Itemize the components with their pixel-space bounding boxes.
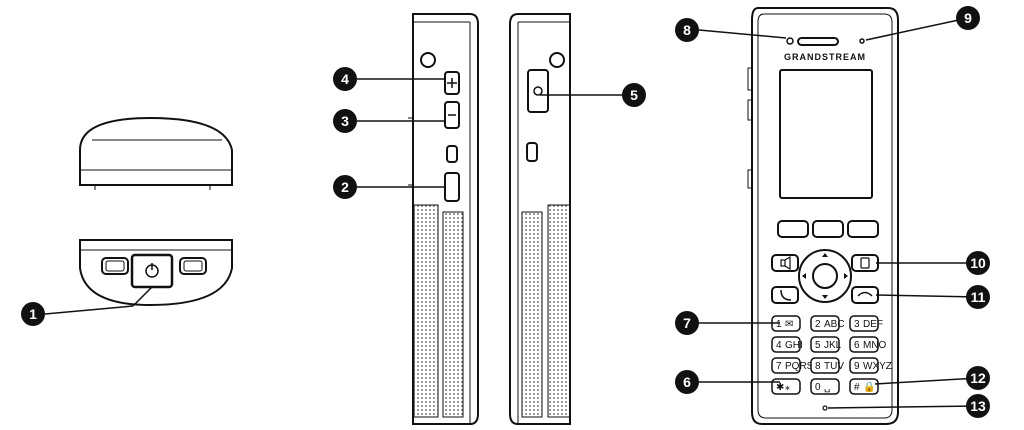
svg-text:2: 2 (341, 179, 349, 195)
callout-10: 10 (966, 251, 990, 275)
callout-2: 2 (333, 175, 357, 199)
key-letters: ABC (824, 319, 845, 330)
svg-text:10: 10 (970, 255, 986, 271)
key-number: 7 (776, 361, 782, 372)
key-letters: PQRS (785, 361, 814, 372)
callout-4: 4 (333, 67, 357, 91)
volume-down-button (444, 101, 460, 129)
lcd-screen (779, 69, 873, 199)
bottom-view (79, 239, 233, 307)
svg-text:3: 3 (341, 113, 349, 129)
microphone (822, 405, 828, 411)
callout-1: 1 (21, 302, 45, 326)
top-view (79, 116, 233, 190)
key-letters: MNO (863, 340, 887, 351)
key-number: 5 (815, 340, 821, 351)
key-letters: TUV (824, 361, 844, 372)
key-letters: ⁎ (785, 382, 790, 393)
svg-text:8: 8 (683, 22, 691, 38)
menu-icon (860, 257, 870, 269)
svg-text:5: 5 (630, 87, 638, 103)
key-letters: JKL (824, 340, 842, 351)
brand-logo: GRANDSTREAM (784, 52, 866, 62)
svg-text:7: 7 (683, 315, 691, 331)
headset-jack (527, 69, 549, 113)
key-letters: DEF (863, 319, 883, 330)
callout-3: 3 (333, 109, 357, 133)
callout-12: 12 (966, 366, 990, 390)
key-letters: WXYZ (863, 361, 892, 372)
key-number: 8 (815, 361, 821, 372)
key-number: # (854, 382, 860, 393)
key-letters: GHI (785, 340, 803, 351)
volume-up-button (444, 71, 460, 95)
speaker-icon (780, 255, 791, 271)
svg-text:13: 13 (970, 398, 986, 414)
svg-text:12: 12 (970, 370, 986, 386)
svg-text:9: 9 (964, 10, 972, 26)
softkey-right (847, 220, 879, 238)
end-call-icon (857, 291, 873, 297)
key-number: 1 (776, 319, 782, 330)
key-number: 3 (854, 319, 860, 330)
callout-9: 9 (956, 6, 980, 30)
key-number: ✱ (776, 382, 784, 393)
ok-button (812, 263, 838, 289)
key-number: 9 (854, 361, 860, 372)
callout-8: 8 (675, 18, 699, 42)
key-number: 6 (854, 340, 860, 351)
key-number: 2 (815, 319, 821, 330)
key-letters: 🔒 (863, 381, 875, 393)
softkey-middle (812, 220, 844, 238)
key-letters: ␣ (824, 382, 830, 393)
keypad-key[interactable]: #🔒 (849, 378, 879, 395)
callout-13: 13 (966, 394, 990, 418)
handset-icon (780, 289, 792, 301)
speaker-button (771, 254, 799, 272)
right-side-view (509, 13, 571, 425)
callout-6: 6 (675, 370, 699, 394)
callouts: 1 2 3 4 5 6 7 8 9 10 11 12 13 (21, 6, 990, 418)
key-letters: ✉ (785, 319, 793, 330)
key-number: 4 (776, 340, 782, 351)
callout-5: 5 (622, 83, 646, 107)
svg-text:6: 6 (683, 374, 691, 390)
svg-text:11: 11 (971, 289, 986, 305)
svg-text:4: 4 (341, 71, 349, 87)
left-side-view (408, 13, 479, 425)
callout-11: 11 (966, 285, 990, 309)
navigation-pad (798, 249, 852, 303)
power-icon (145, 263, 159, 278)
svg-text:1: 1 (29, 306, 37, 322)
earpiece-speaker (797, 37, 839, 46)
led-indicator (786, 37, 794, 45)
keypad-key[interactable]: 0␣ (810, 378, 840, 395)
callout-7: 7 (675, 311, 699, 335)
light-sensor (859, 38, 865, 44)
softkey-left (777, 220, 809, 238)
leader-lines (44, 17, 979, 409)
key-number: 0 (815, 382, 821, 393)
send-button (771, 286, 799, 304)
